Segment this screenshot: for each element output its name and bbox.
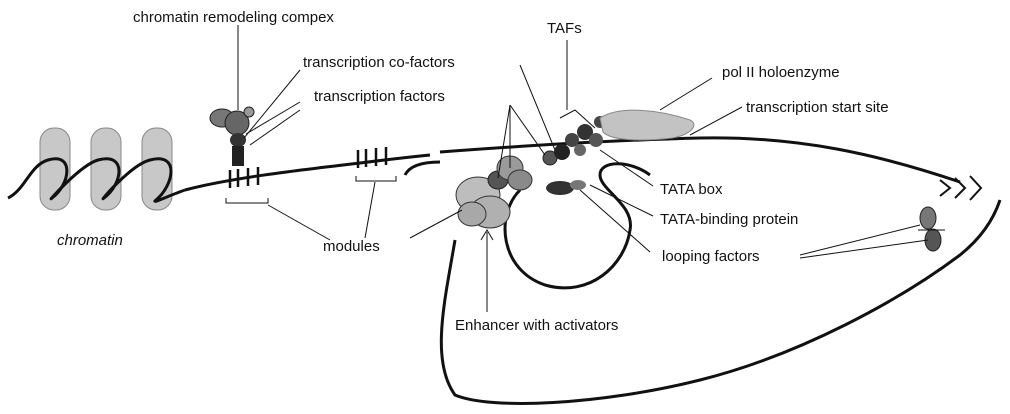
pol2-holoenzyme bbox=[600, 110, 694, 140]
label-transcription-factors: transcription factors bbox=[314, 88, 445, 105]
chromatin-remodeling-complex bbox=[210, 107, 254, 166]
label-chromatin-remodeling: chromatin remodeling compex bbox=[133, 9, 334, 26]
label-modules: modules bbox=[323, 238, 380, 255]
label-transcription-cofactors: transcription co-factors bbox=[303, 54, 455, 71]
label-enhancer: Enhancer with activators bbox=[455, 317, 618, 334]
module-marks-1 bbox=[226, 167, 268, 203]
label-chromatin: chromatin bbox=[57, 232, 123, 249]
dna-strand bbox=[185, 155, 430, 190]
label-looping-factors: looping factors bbox=[662, 248, 760, 265]
label-tbp: TATA-binding protein bbox=[660, 211, 798, 228]
promoter-complex bbox=[543, 116, 606, 195]
dna-gap-strand bbox=[405, 162, 440, 175]
label-tata-box: TATA box bbox=[660, 181, 723, 198]
label-tss: transcription start site bbox=[746, 99, 889, 116]
label-pol2: pol II holoenzyme bbox=[722, 64, 840, 81]
dna-outer-loop bbox=[441, 200, 1000, 403]
label-tafs: TAFs bbox=[547, 20, 582, 37]
enhancer-activators bbox=[456, 156, 532, 228]
transcription-direction-icon bbox=[940, 176, 981, 200]
chromatin-nucleosomes bbox=[8, 128, 185, 210]
looping-factors-right bbox=[918, 207, 945, 251]
